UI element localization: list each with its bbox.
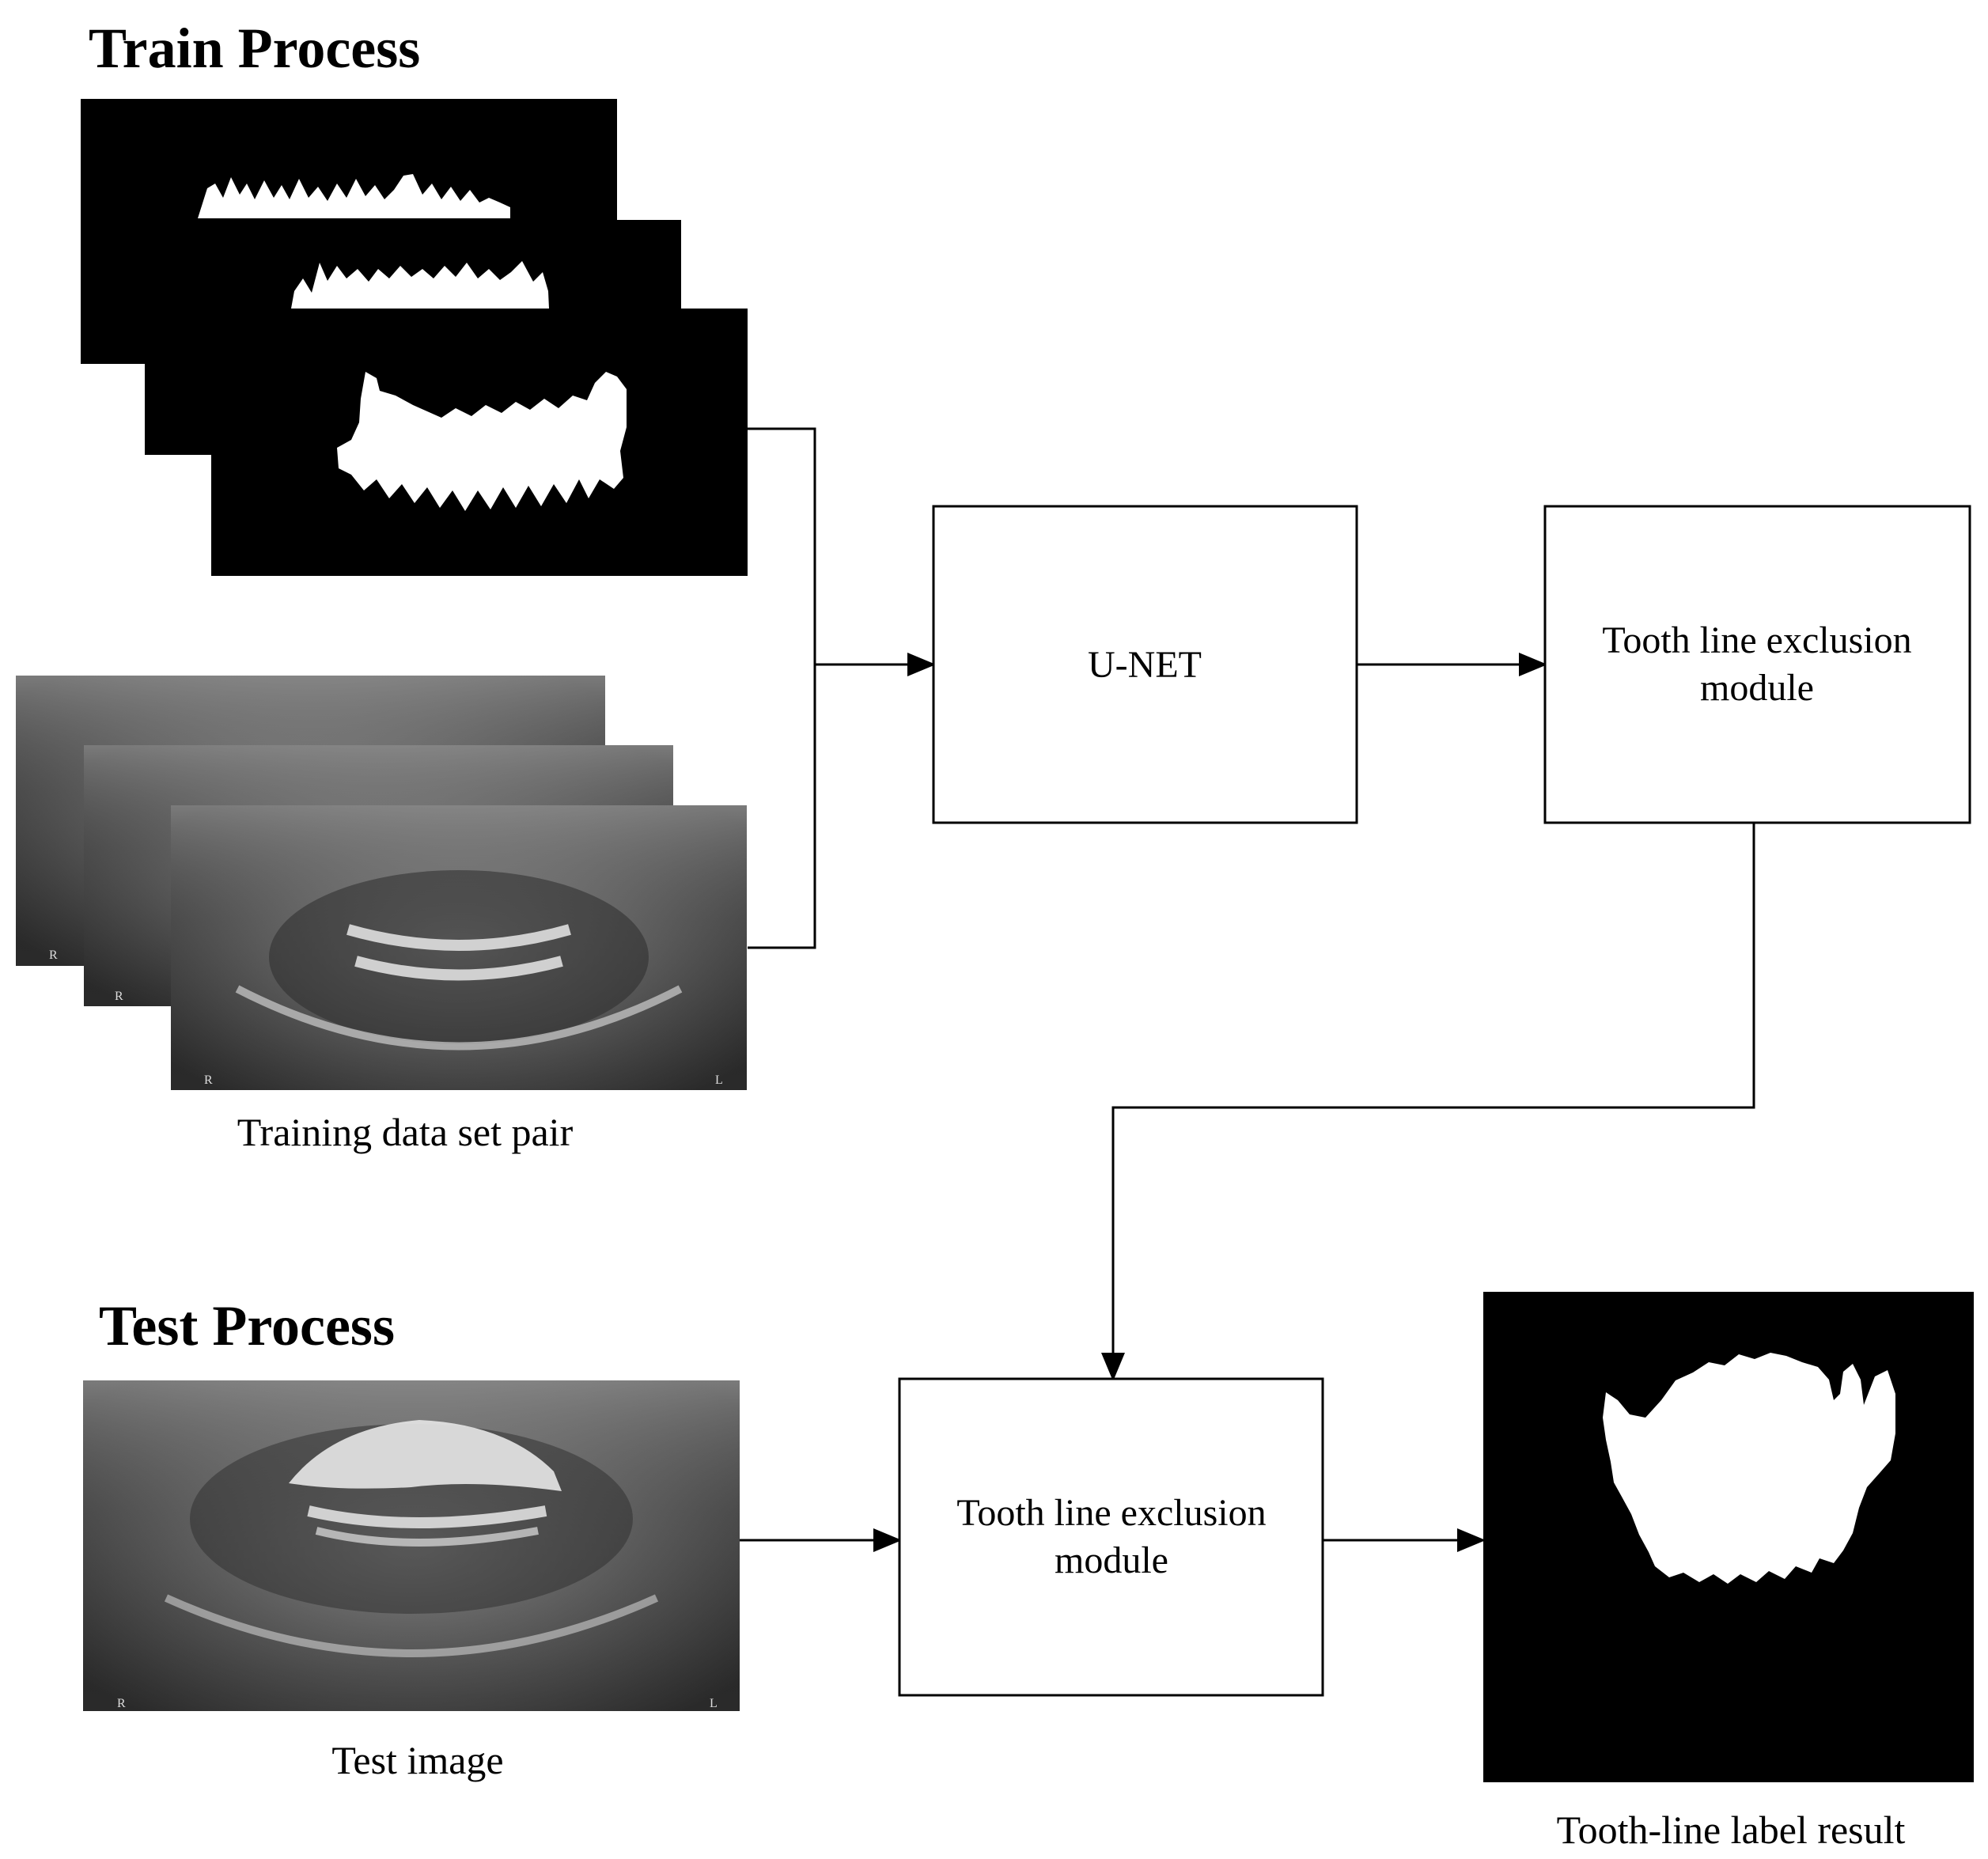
- test-xray-r-mark: R: [117, 1697, 126, 1710]
- mask-to-merge-line: [748, 427, 816, 949]
- test-image-caption: Test image: [331, 1738, 503, 1782]
- exclusion-module-top-box: [1543, 505, 1971, 824]
- test-xray-image: R L: [83, 1380, 740, 1711]
- mask-shape-full-jaw: [337, 372, 627, 511]
- test-xray-mesh-plate: [289, 1420, 562, 1491]
- xray-2-r-mark: R: [115, 990, 123, 1003]
- xray-1-r-mark: R: [49, 948, 58, 962]
- mask-shape-upper-teeth: [198, 174, 510, 218]
- exclusion-module-bottom-line1: Tooth line exclusion: [956, 1492, 1266, 1534]
- train-process-title: Train Process: [89, 17, 420, 80]
- result-caption: Tooth-line label result: [1557, 1808, 1906, 1852]
- xray-3-r-mark: R: [204, 1073, 213, 1087]
- top-to-bottom-module-line: [1101, 823, 1755, 1381]
- result-tooth-mask-shape: [1603, 1353, 1895, 1584]
- training-dataset-caption: Training data set pair: [237, 1110, 574, 1154]
- test-process-title: Test Process: [99, 1294, 395, 1357]
- test-xray-l-mark: L: [710, 1697, 718, 1710]
- xray-image-3: R L: [171, 805, 747, 1090]
- xray-3-l-mark: L: [715, 1073, 723, 1087]
- mask-shape-lower-teeth: [291, 261, 549, 309]
- xray-stack: R R R L: [16, 676, 747, 1090]
- unet-label: U-NET: [1088, 644, 1202, 686]
- exclusion-module-bottom-line2: module: [1055, 1539, 1168, 1581]
- exclusion-module-bottom-box: [898, 1377, 1324, 1697]
- exclusion-module-top-line1: Tooth line exclusion: [1602, 619, 1911, 661]
- mask-stack: [81, 99, 748, 576]
- exclusion-module-top-line2: module: [1700, 667, 1814, 709]
- unet-box: [932, 505, 1358, 824]
